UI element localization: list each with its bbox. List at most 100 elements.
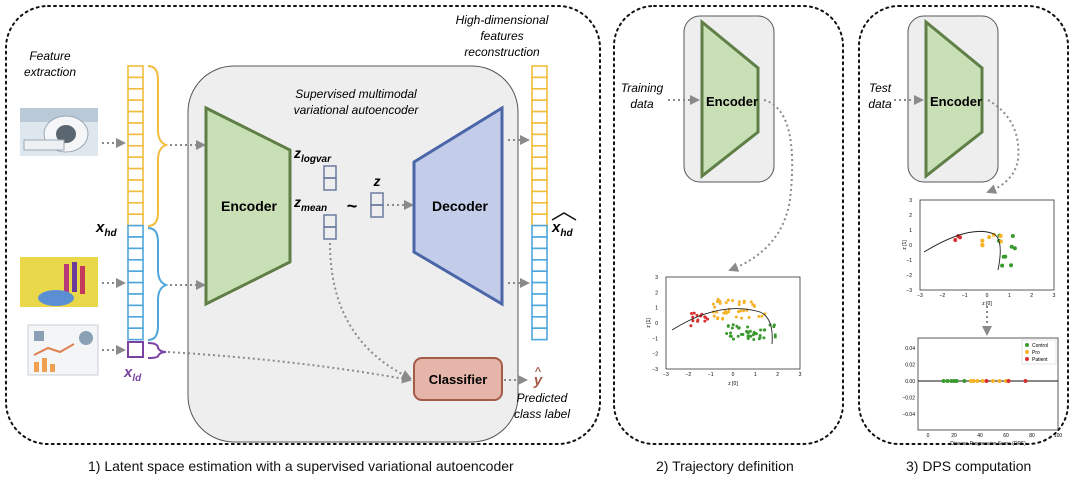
decoder-label: Decoder — [432, 198, 489, 214]
arrow-encoder-to-test-scatter — [986, 99, 1020, 194]
dps-y-tick: 0.00 — [905, 379, 915, 385]
scatter-point — [722, 311, 726, 315]
scatter-point — [1001, 254, 1006, 259]
vector-cell — [127, 110, 144, 124]
vector-cell — [127, 99, 144, 113]
vector-cell — [531, 133, 548, 147]
scatter-point — [980, 238, 985, 243]
clinical-report-image — [27, 324, 99, 376]
dps-points — [941, 379, 1028, 383]
brace-blue — [147, 227, 169, 341]
vector-cell — [127, 213, 144, 227]
vector-cell — [127, 315, 144, 329]
x-ld-input-cell — [127, 341, 144, 358]
vector-cell — [531, 247, 548, 261]
legend-pro-label: Pro — [1032, 350, 1040, 356]
scatter-point — [729, 334, 733, 338]
scatter-point — [762, 336, 766, 340]
x-tick-label: −3 — [917, 293, 923, 299]
scatter-point — [716, 316, 720, 320]
scatter-point — [739, 332, 743, 336]
brace-yellow — [147, 65, 169, 227]
dps-y-ticks: 0.040.020.00−0.02−0.04 — [902, 346, 915, 418]
x-tick-label: 3 — [799, 372, 802, 378]
vector-cell — [127, 247, 144, 261]
dps-x-tick: 80 — [1029, 433, 1035, 439]
dps-x-tick: 0 — [927, 433, 930, 439]
dps-point — [997, 379, 1002, 383]
panel3-frame — [858, 5, 1069, 445]
scatter-point — [737, 326, 741, 330]
scatter-point — [726, 324, 730, 328]
x-hd-input-vector — [127, 65, 144, 341]
scatter-point — [730, 326, 734, 330]
scatter-point — [713, 305, 717, 309]
vector-cell — [127, 156, 144, 170]
vector-cell — [531, 236, 548, 250]
scatter-point — [711, 302, 715, 306]
scatter-point — [718, 299, 722, 303]
scatter-point — [748, 329, 752, 333]
test-data-label-2: data — [868, 97, 892, 111]
vector-cell — [531, 156, 548, 170]
scatter-point — [953, 238, 958, 243]
encoder-block — [204, 105, 292, 307]
x-tick-label: 2 — [1030, 293, 1033, 299]
x-hd-label: xhd — [95, 219, 117, 239]
scatter-point — [1009, 263, 1014, 268]
scatter-point — [746, 325, 750, 329]
scatter-point — [1000, 263, 1005, 268]
y-tick-label: −3 — [652, 367, 658, 373]
y-hat-label: y — [533, 372, 543, 389]
scatter-point — [737, 302, 741, 306]
mri-scanner-image — [20, 108, 98, 156]
dps-point — [941, 379, 946, 383]
x-hat-wide-hat — [551, 212, 577, 221]
panel2-encoder-block — [700, 18, 760, 180]
x-tick-label: 0 — [986, 293, 989, 299]
dps-y-tick: 0.02 — [905, 363, 915, 369]
scatter-point — [726, 298, 730, 302]
dps-point — [945, 379, 950, 383]
vector-cell — [127, 190, 144, 204]
vector-cell — [127, 236, 144, 250]
tilde-sampling: ~ — [347, 196, 358, 216]
scatter-point — [752, 337, 756, 341]
test-xlabel: z [0] — [982, 301, 992, 307]
scatter-point — [689, 311, 693, 315]
vector-cell — [531, 202, 548, 216]
scatter-point — [980, 243, 985, 248]
scatter-point — [712, 314, 716, 318]
x-tick-label: −1 — [708, 372, 714, 378]
scatter-point — [729, 331, 733, 335]
vector-cell — [127, 224, 144, 238]
scatter-point — [695, 313, 699, 317]
vector-cell — [127, 304, 144, 318]
panel3-encoder-block — [924, 18, 984, 180]
vector-cell — [127, 258, 144, 272]
legend-control-marker — [1025, 343, 1029, 347]
test-plot-frame — [919, 199, 1055, 291]
legend-pro-marker — [1025, 350, 1029, 354]
scatter-point — [692, 311, 696, 315]
scatter-point — [691, 315, 695, 319]
scatter-point — [757, 314, 761, 318]
brace-purple — [147, 342, 167, 359]
scatter-point — [691, 319, 695, 323]
y-tick-label: 2 — [909, 213, 912, 219]
scatter-point — [762, 328, 766, 332]
y-tick-label: −1 — [652, 336, 658, 342]
scatter-point — [760, 314, 764, 318]
vector-cell — [127, 202, 144, 216]
vector-cell — [531, 110, 548, 124]
x-tick-label: 1 — [1008, 293, 1011, 299]
x-tick-label: 3 — [1053, 293, 1056, 299]
dps-point — [1006, 379, 1011, 383]
vector-cell — [531, 281, 548, 295]
scatter-point — [747, 334, 751, 338]
